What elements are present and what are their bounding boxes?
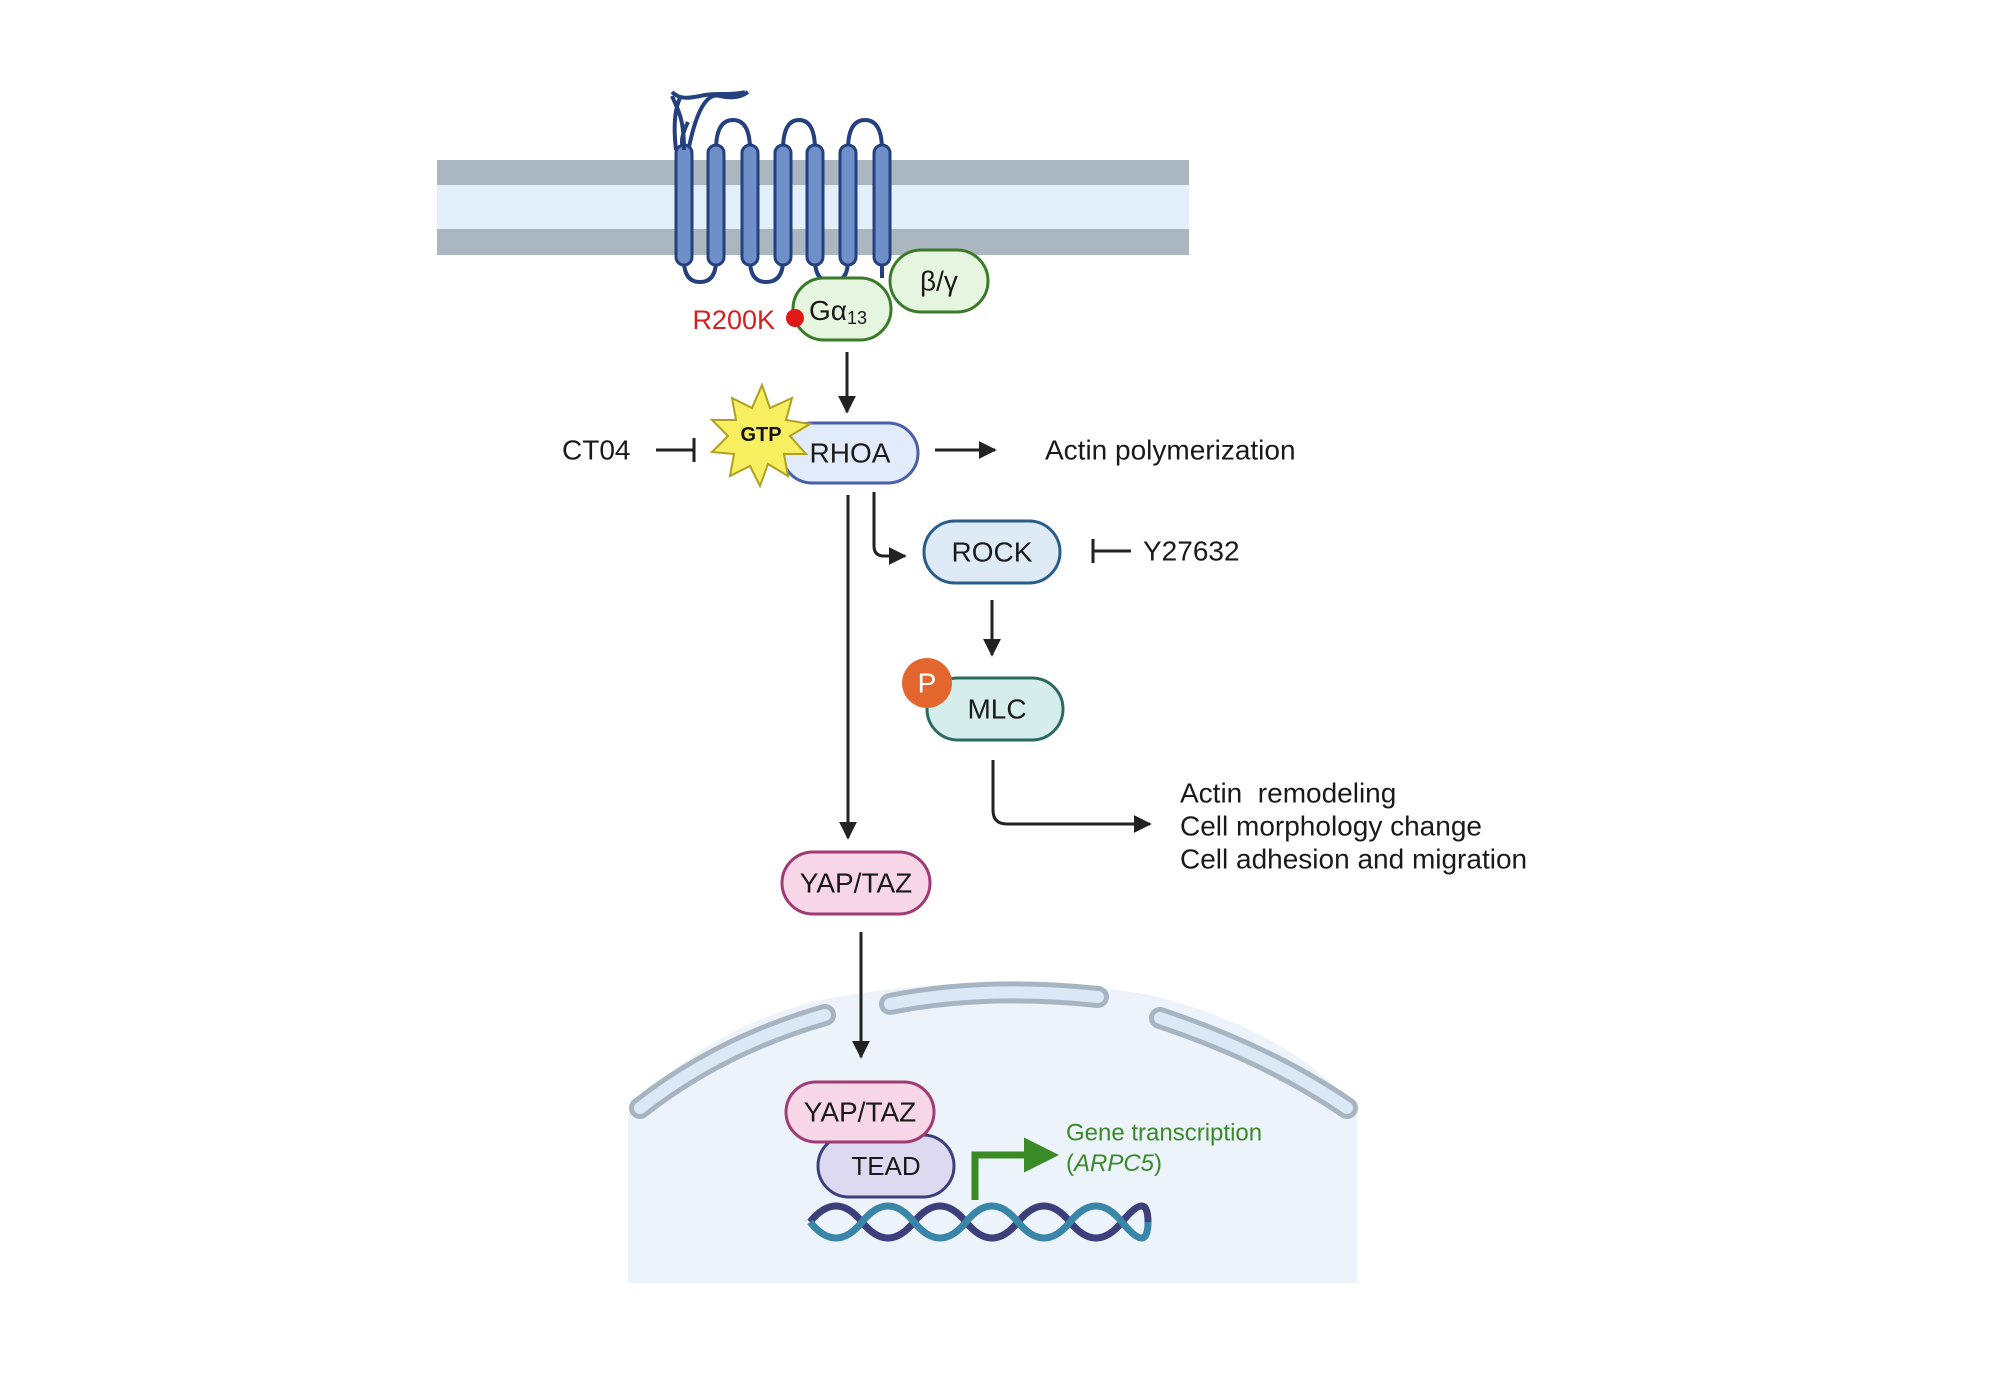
yaptaz-cyto-node: YAP/TAZ (780, 850, 932, 916)
gene-transcription-label: Gene transcription (1066, 1120, 1262, 1147)
gtp-burst-icon: GTP (709, 382, 813, 489)
phospho-label: P (918, 668, 937, 699)
nuclear-envelope-icon (629, 981, 1358, 1119)
yaptaz-nuclear-node: YAP/TAZ (784, 1080, 936, 1144)
arrow-rhoa-rock (872, 492, 907, 565)
betagamma-subunit: β/γ (888, 248, 990, 314)
betagamma-label: β/γ (920, 266, 958, 297)
effect-adhesion-migration: Cell adhesion and migration (1180, 844, 1527, 875)
mlc-label: MLC (967, 694, 1026, 725)
nucleus (628, 982, 1357, 1283)
mutation-label: R200K (692, 305, 775, 335)
mutation-dot-icon (786, 309, 804, 327)
effect-morphology: Cell morphology change (1180, 811, 1482, 842)
gene-name-line: (ARPC5) (1066, 1150, 1162, 1177)
galpha13-subunit: Gα13 (791, 276, 893, 342)
inhibition-ct04 (656, 438, 696, 462)
galpha-subscript: 13 (847, 308, 867, 328)
gene-name: ARPC5 (1072, 1150, 1155, 1177)
mlc-effects-list: Actin remodeling Cell morphology change … (1180, 778, 1527, 875)
dna-helix-icon (807, 1202, 1152, 1242)
rhoa-label: RHOA (810, 438, 891, 469)
svg-text:Gα13: Gα13 (809, 295, 867, 329)
galpha-label: Gα (809, 295, 847, 326)
tead-label: TEAD (851, 1151, 920, 1181)
actin-polymerization-label: Actin polymerization (1045, 435, 1296, 466)
gtp-label: GTP (740, 424, 781, 446)
phosphate-icon: P (902, 658, 952, 708)
gpcr-receptor-icon (670, 90, 884, 285)
inhibitor-ct04-label: CT04 (562, 435, 630, 466)
receptor-helices (674, 143, 892, 267)
yaptaz-nuclear-label: YAP/TAZ (804, 1097, 917, 1128)
mlc-node: MLC (925, 676, 1065, 742)
yaptaz-cyto-label: YAP/TAZ (800, 868, 913, 899)
arrow-mlc-effects (991, 760, 1152, 833)
tead-node: TEAD (816, 1133, 956, 1199)
transcription-arrow-icon (971, 1137, 1059, 1200)
rhoa-node: RHOA (780, 421, 920, 485)
rock-node: ROCK (922, 519, 1062, 585)
inhibition-y27632 (1091, 539, 1131, 563)
inhibitor-y27632-label: Y27632 (1143, 536, 1240, 567)
rock-label: ROCK (952, 537, 1033, 568)
effect-actin-remodeling: Actin remodeling (1180, 778, 1396, 809)
